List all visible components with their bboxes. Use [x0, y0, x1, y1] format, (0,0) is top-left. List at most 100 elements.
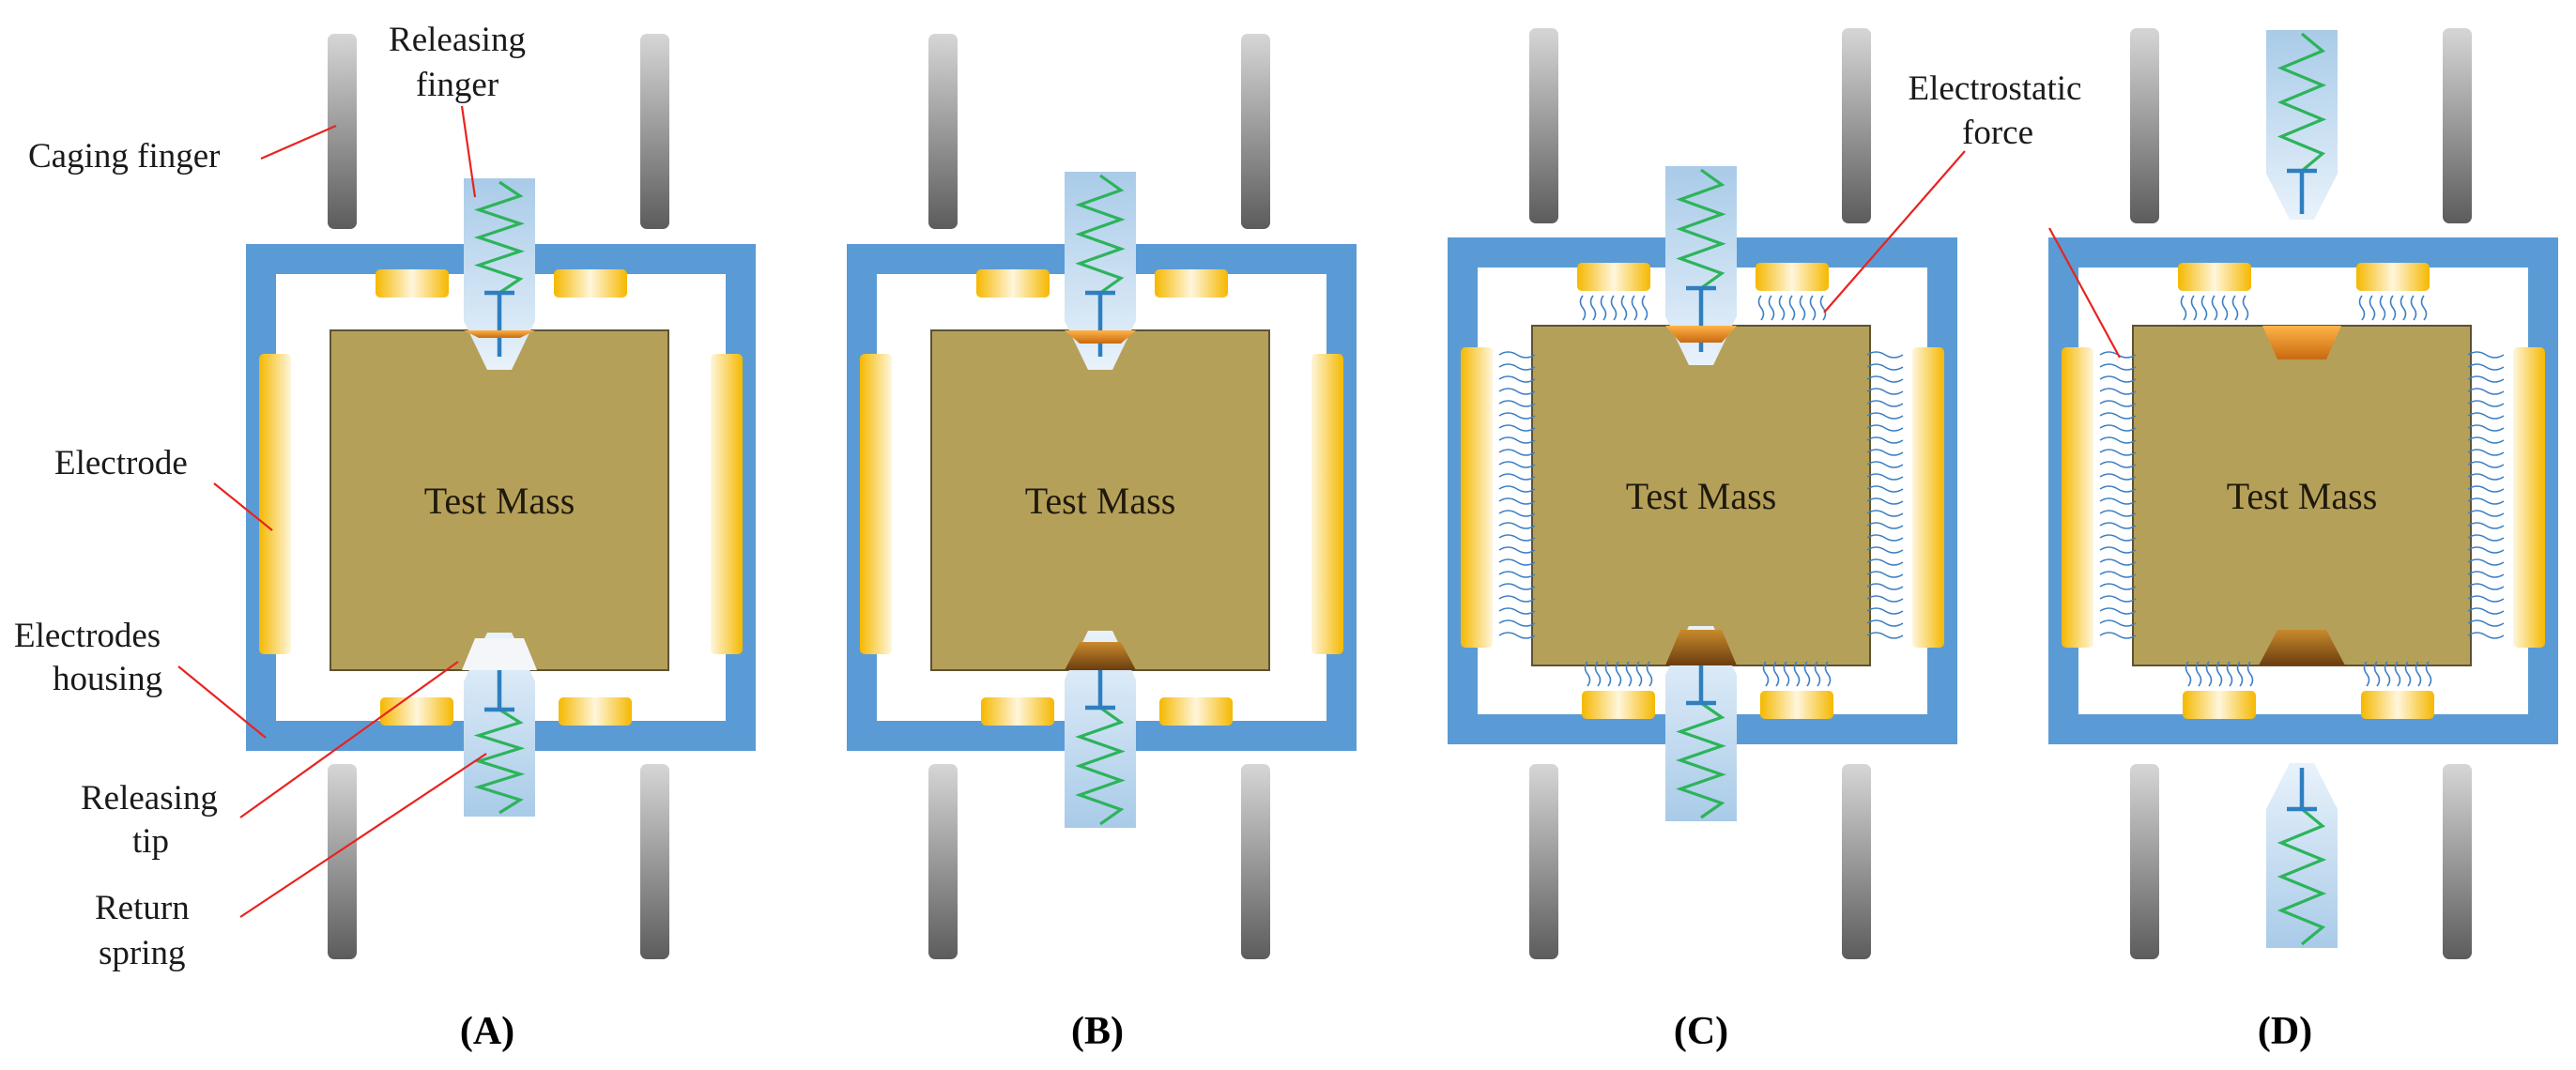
test-mass-label: Test Mass [1025, 480, 1176, 522]
field-wave [2099, 436, 2137, 444]
electrostatic-field-right [2467, 351, 2505, 639]
field-wave [2099, 449, 2137, 456]
field-wave [1866, 546, 1904, 554]
field-wave [1768, 295, 1775, 321]
releasing-tip-leader [239, 661, 459, 818]
field-wave [1866, 461, 1904, 468]
field-wave [2404, 661, 2412, 687]
field-wave [2099, 571, 2137, 578]
field-wave [2099, 522, 2137, 529]
field-wave [2410, 295, 2417, 321]
field-wave [1762, 661, 1770, 687]
field-wave [1579, 295, 1587, 321]
field-wave [1498, 485, 1536, 493]
field-wave [2211, 295, 2218, 321]
field-wave [1866, 400, 1904, 407]
field-wave [2216, 661, 2223, 687]
field-wave [2099, 583, 2137, 590]
return-spring-bottom [1676, 701, 1726, 819]
field-wave [1498, 424, 1536, 432]
leader-lines [177, 105, 2121, 918]
field-wave [2467, 510, 2505, 517]
electrode-bottom-right [1159, 697, 1233, 726]
field-wave [2467, 571, 2505, 578]
field-wave [2467, 461, 2505, 468]
electrostatic-force-label-line1: Electrostatic [1909, 69, 2082, 108]
field-wave [2467, 558, 2505, 566]
field-wave [1498, 412, 1536, 420]
field-wave [2246, 661, 2254, 687]
field-wave [1866, 388, 1904, 395]
return-spring-label-line2: spring [99, 934, 186, 972]
field-wave [1866, 558, 1904, 566]
field-wave [2099, 375, 2137, 383]
field-wave [1498, 632, 1536, 639]
field-wave [1799, 295, 1806, 321]
field-wave [2099, 461, 2137, 468]
field-wave [1866, 351, 1904, 359]
tip-contact-bottom [1065, 642, 1136, 670]
field-wave [2099, 534, 2137, 542]
electrostatic-force-leader-d [2048, 227, 2121, 359]
field-wave [2099, 619, 2137, 627]
electrodes-housing-label-line2: housing [53, 660, 162, 698]
electrode-top-right [2356, 263, 2430, 291]
panel-caption: (A) [460, 1010, 514, 1053]
field-wave [2236, 661, 2244, 687]
return-spring-leader [239, 753, 487, 918]
releasing-finger-top [2266, 30, 2338, 220]
field-wave [1498, 363, 1536, 371]
electrostatic-field-top-left [2180, 295, 2249, 321]
tip-recess-bottom [462, 638, 537, 670]
field-wave [2415, 661, 2422, 687]
field-wave [2358, 295, 2366, 321]
return-spring-top [1075, 174, 1126, 295]
field-wave [1866, 583, 1904, 590]
field-wave [2231, 295, 2239, 321]
caging-finger [2130, 764, 2159, 959]
field-wave [2467, 473, 2505, 481]
field-wave [1866, 424, 1904, 432]
field-wave [2467, 375, 2505, 383]
electrode-bottom-left [1582, 691, 1655, 719]
electrode-top-right [1756, 263, 1829, 291]
field-wave [2467, 363, 2505, 371]
caging-finger [928, 764, 958, 959]
field-wave [1631, 295, 1638, 321]
electrode-top-left [2178, 263, 2251, 291]
field-wave [1809, 295, 1817, 321]
field-wave [1788, 295, 1796, 321]
field-wave [1866, 363, 1904, 371]
return-spring-bottom [2277, 807, 2327, 946]
releasing-finger-label-line2: finger [416, 66, 498, 104]
caging-finger [2443, 28, 2472, 223]
electrodes-housing-leader [177, 665, 267, 739]
field-wave [1778, 295, 1786, 321]
electrostatic-field-top-left [1579, 295, 1648, 321]
electrode-bottom-left [380, 697, 453, 726]
field-wave [2425, 661, 2432, 687]
field-wave [2467, 607, 2505, 615]
caging-finger [2130, 28, 2159, 223]
field-wave [2099, 412, 2137, 420]
field-wave [2467, 436, 2505, 444]
return-spring-top [1676, 168, 1726, 290]
field-wave [2185, 661, 2192, 687]
field-wave [1584, 661, 1591, 687]
field-wave [1866, 607, 1904, 615]
field-wave [2099, 388, 2137, 395]
field-wave [1498, 558, 1536, 566]
electrode-left [2062, 347, 2093, 648]
electrode-left [259, 354, 291, 654]
electrode-top-left [376, 269, 449, 298]
electrode-right [2513, 347, 2545, 648]
electrode-top-right [1155, 269, 1228, 298]
field-wave [1866, 595, 1904, 603]
return-spring-label-line1: Return [95, 889, 190, 927]
electrostatic-field-bottom-left [1584, 661, 1653, 687]
field-wave [2099, 632, 2137, 639]
field-wave [2467, 412, 2505, 420]
tip-contact-top [1065, 330, 1136, 344]
electrode-bottom-left [2183, 691, 2256, 719]
electrostatic-field-right [1866, 351, 1904, 639]
